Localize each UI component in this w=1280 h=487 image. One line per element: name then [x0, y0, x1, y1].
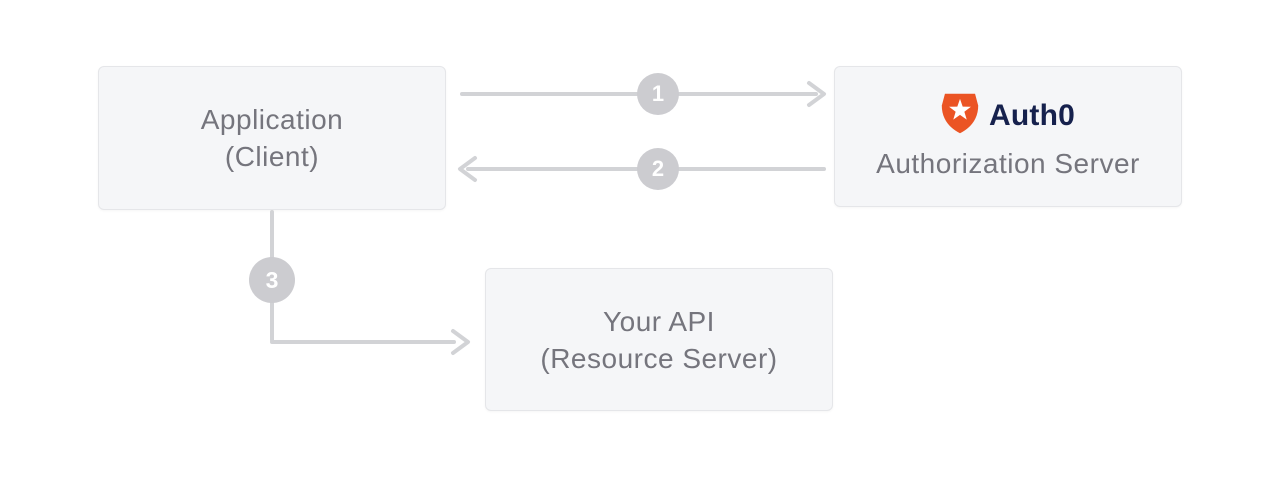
auth0-shield-icon — [941, 92, 979, 140]
step-2-badge: 2 — [637, 148, 679, 190]
application-subtitle: (Client) — [224, 141, 320, 172]
auth0-wordmark: Auth0 — [989, 98, 1075, 132]
application-node: Application (Client) — [98, 66, 446, 210]
arrowhead-right-icon — [806, 80, 828, 113]
api-name: Your API — [603, 305, 715, 337]
step-3-badge: 3 — [249, 257, 295, 303]
api-node: Your API (Resource Server) — [485, 268, 833, 411]
arrow-3-horizontal-line — [270, 340, 456, 344]
arrowhead-left-icon — [456, 155, 478, 188]
application-name: Application — [200, 104, 344, 135]
step-1-badge: 1 — [637, 73, 679, 115]
authorization-server-node: Auth0 Authorization Server — [834, 66, 1182, 207]
arrowhead-right-icon — [450, 328, 472, 361]
auth0-logo: Auth0 — [941, 92, 1075, 140]
authorization-server-name: Authorization Server — [876, 147, 1140, 179]
api-subtitle: (Resource Server) — [540, 342, 778, 374]
